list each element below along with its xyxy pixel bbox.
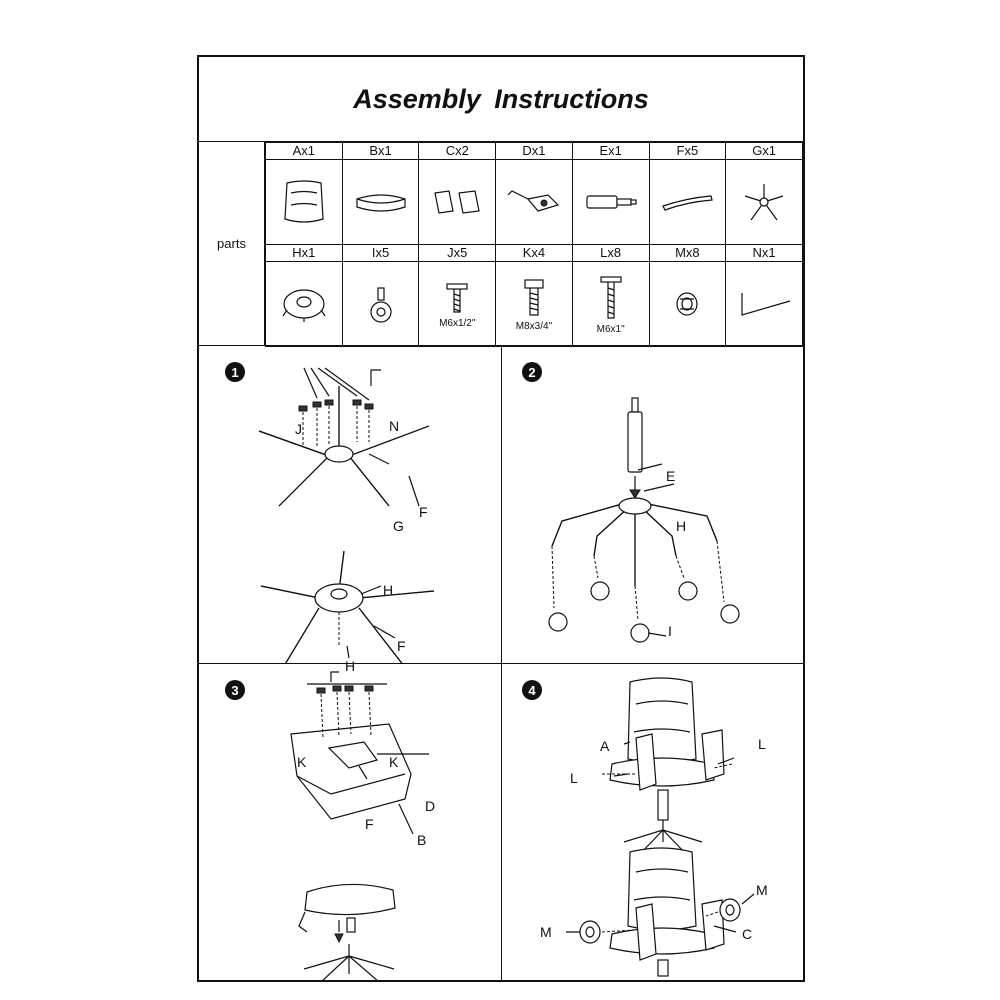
callout-f2: F <box>397 638 406 654</box>
screw-icon <box>446 282 468 313</box>
step-1-illustration <box>258 367 435 663</box>
step-4-number: 4 <box>522 680 542 700</box>
instruction-sheet: Assembly Instructions parts Ax1 Bx1 Cx2 … <box>197 55 805 982</box>
part-label-i: Ix5 <box>341 244 420 262</box>
seat-back-icon <box>284 180 324 223</box>
step-4-illustration <box>566 677 755 977</box>
part-label-b: Bx1 <box>341 142 420 160</box>
seat-cushion-icon <box>355 194 406 212</box>
callout-j: J <box>295 421 302 437</box>
callout-b: B <box>417 832 427 848</box>
star-base-icon <box>744 184 784 221</box>
part-label-g: Gx1 <box>725 142 803 160</box>
step-2: 2 E H I <box>502 346 803 663</box>
caster-icon <box>369 287 392 323</box>
spec-j: M6x1/2" <box>439 317 476 329</box>
parts-row2-images: M6x1/2" M8x3/4" M6x1" <box>265 261 803 347</box>
part-label-l: Lx8 <box>571 244 650 262</box>
part-label-k: Kx4 <box>495 244 573 262</box>
step-2-illustration <box>548 397 740 643</box>
part-label-c: Cx2 <box>418 142 497 160</box>
armrest-icon <box>434 190 480 214</box>
step-4: 4 A L L M <box>502 664 803 980</box>
part-label-d: Dx1 <box>495 142 573 160</box>
step-3: 3 K K D F B <box>199 664 501 980</box>
step-1: 1 J N F G H F H <box>199 346 501 674</box>
parts-label: parts <box>199 142 265 345</box>
callout-n: N <box>389 418 400 434</box>
callout-h1: H <box>383 582 394 598</box>
bolt-icon <box>524 278 544 316</box>
part-label-h: Hx1 <box>265 244 343 262</box>
part-label-a: Ax1 <box>265 142 343 160</box>
callout-m2: M <box>540 924 552 940</box>
callout-h: H <box>676 518 687 534</box>
allen-key-icon <box>741 293 791 316</box>
callout-h2: H <box>345 658 356 674</box>
part-label-f: Fx5 <box>648 142 727 160</box>
parts-row1-labels: Ax1 Bx1 Cx2 Dx1 Ex1 Fx5 Gx1 <box>265 142 803 160</box>
parts-table: Ax1 Bx1 Cx2 Dx1 Ex1 Fx5 Gx1 Hx1 Ix5 Jx5 … <box>265 142 803 347</box>
callout-g: G <box>393 518 404 534</box>
spec-l: M6x1" <box>596 323 625 335</box>
base-leg-icon <box>662 195 714 211</box>
step-3-number: 3 <box>225 680 245 700</box>
callout-k1: K <box>297 754 307 770</box>
callout-a: A <box>600 738 610 754</box>
spec-k: M8x3/4" <box>515 320 553 332</box>
callout-f1: F <box>419 504 428 520</box>
part-label-n: Nx1 <box>725 244 803 262</box>
mechanism-icon <box>507 190 560 212</box>
callout-d: D <box>425 798 436 814</box>
callout-e: E <box>666 468 676 484</box>
callout-i: I <box>668 623 672 639</box>
parts-row2-labels: Hx1 Ix5 Jx5 Kx4 Lx8 Mx8 Nx1 <box>265 244 803 262</box>
part-label-j: Jx5 <box>418 244 497 262</box>
callout-m1: M <box>756 882 768 898</box>
callout-f: F <box>365 816 374 832</box>
step-2-number: 2 <box>522 362 542 382</box>
hub-icon <box>282 289 326 322</box>
callout-k2: K <box>389 754 399 770</box>
part-label-m: Mx8 <box>648 244 727 262</box>
divider-vertical <box>501 345 502 980</box>
step-1-number: 1 <box>225 362 245 382</box>
long-screw-icon <box>600 275 622 319</box>
callout-l2: L <box>570 770 578 786</box>
callout-l1: L <box>758 736 766 752</box>
callout-c: C <box>742 926 753 942</box>
page-title: Assembly Instructions <box>199 57 803 142</box>
part-label-e: Ex1 <box>571 142 650 160</box>
gas-lift-icon <box>586 195 637 209</box>
parts-row1-images <box>265 159 803 245</box>
cap-icon <box>676 292 698 316</box>
step-3-illustration <box>290 671 429 980</box>
